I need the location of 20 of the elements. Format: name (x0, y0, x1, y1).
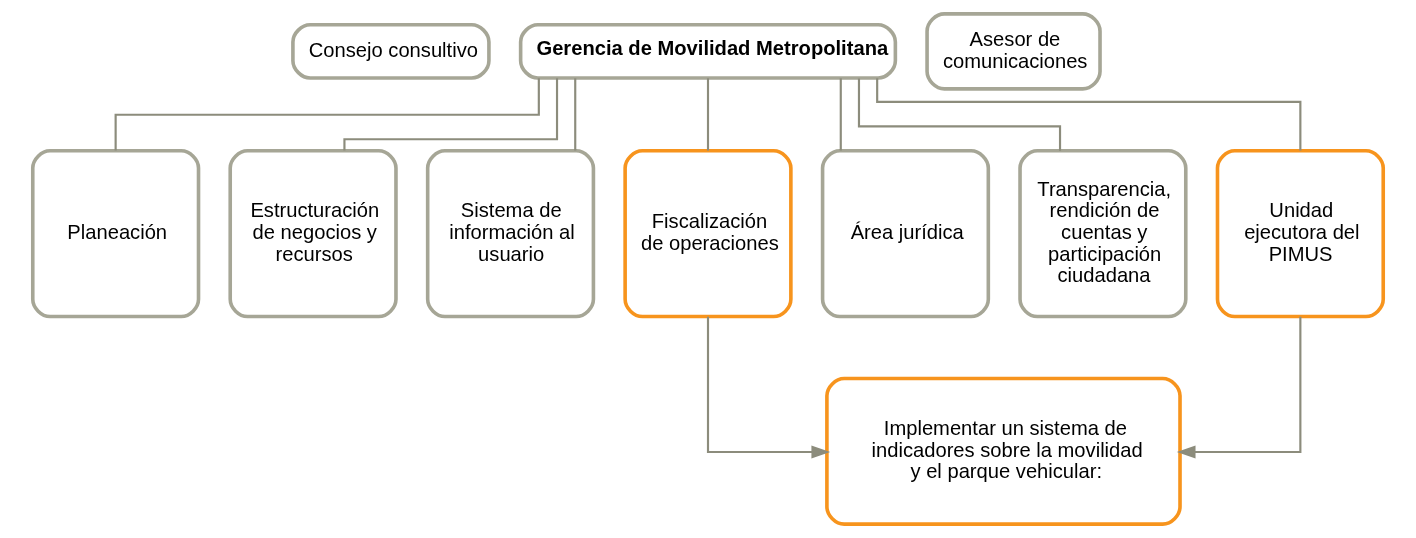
connector (706, 78, 710, 151)
connector (574, 78, 577, 151)
arrow (706, 316, 831, 459)
node-box: Transparencia, rendición de cuentas y participación ciudadana (1018, 149, 1188, 319)
node-box: Fiscalización de operaciones (623, 149, 793, 319)
node-box: Unidad ejecutora del PIMUS (1215, 149, 1386, 319)
node-box: Asesor de comunicaciones (925, 12, 1102, 91)
node-box: Implementar un sistema de indicadores sobre la movilidad y el parque vehicular: (825, 376, 1182, 526)
node-box: Sistema de información al usuario (425, 149, 596, 319)
node-box: Estructuración de negocios y recursos (228, 149, 398, 319)
connector (114, 78, 540, 151)
connector (343, 78, 559, 151)
node-box: Planeación (30, 149, 201, 319)
connector (857, 78, 1062, 151)
node-box: Consejo consultivo (291, 22, 491, 80)
arrow (1176, 316, 1302, 459)
connector (876, 78, 1302, 151)
node-box: Área jurídica (820, 149, 991, 319)
connector (839, 78, 842, 151)
node-box: Gerencia de Movilidad Metropolitana (518, 22, 898, 80)
